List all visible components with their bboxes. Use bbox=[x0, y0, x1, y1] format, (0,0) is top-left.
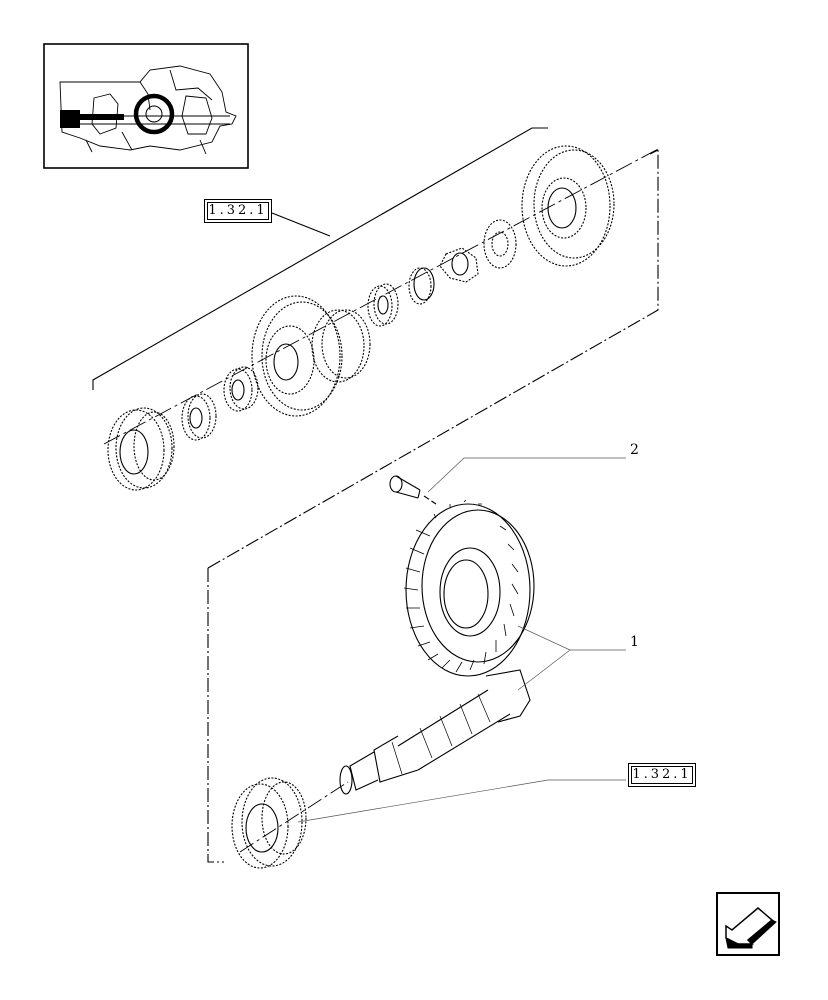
lock-washer bbox=[483, 219, 517, 269]
bearing-lower bbox=[231, 777, 307, 869]
snap-ring bbox=[408, 267, 435, 305]
double-gear-cluster bbox=[251, 295, 371, 417]
locator-thumbnail bbox=[43, 43, 249, 169]
lower-assembly-frame bbox=[207, 568, 349, 863]
callout-part-2: 2 bbox=[630, 442, 639, 458]
hex-nut bbox=[439, 247, 479, 283]
bearing-upper bbox=[107, 407, 175, 491]
upper-assembly-frame bbox=[92, 127, 661, 569]
small-gear-a bbox=[181, 393, 217, 441]
crown-wheel bbox=[403, 499, 535, 677]
previous-page-button[interactable] bbox=[716, 892, 780, 956]
small-gear-b bbox=[223, 366, 259, 412]
reference-box-lower[interactable]: 1.32.1 bbox=[628, 763, 696, 787]
pinion-shaft bbox=[339, 669, 531, 795]
reference-box-upper[interactable]: 1.32.1 bbox=[204, 199, 272, 223]
arrow-left-icon bbox=[725, 907, 777, 949]
callout-leaders bbox=[297, 457, 626, 823]
bolt bbox=[389, 475, 437, 505]
small-gear-c bbox=[367, 283, 399, 327]
callout-part-1: 1 bbox=[630, 634, 639, 650]
large-gear-upper bbox=[521, 145, 615, 267]
